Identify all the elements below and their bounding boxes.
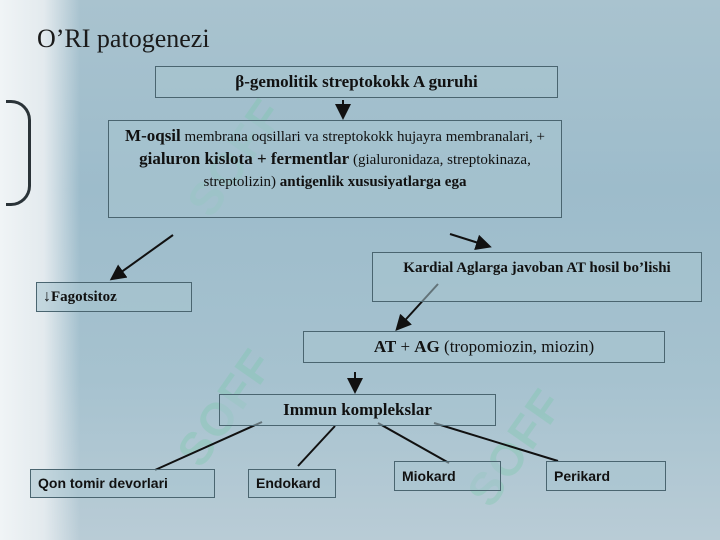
m-gialuron-text: gialuron kislota + fermentlar	[139, 149, 349, 168]
node-perikard-label: Perikard	[554, 468, 610, 484]
node-miokard-label: Miokard	[402, 468, 456, 484]
arrow-m-to-fagotsitoz	[113, 235, 173, 278]
line-immun-to-endokard	[298, 426, 335, 466]
node-m-protein: M-oqsil membrana oqsillari va streptokok…	[108, 120, 562, 218]
node-qon-tomir-label: Qon tomir devorlari	[38, 475, 168, 491]
node-kardial: Kardial Aglarga javoban AT hosil bo’lish…	[372, 252, 702, 302]
m-oqsil-label: M-oqsil	[125, 126, 181, 145]
m-antigen-text: antigenlik xususiyatlarga ega	[280, 174, 467, 190]
node-immun: Immun komplekslar	[219, 394, 496, 426]
node-miokard: Miokard	[394, 461, 501, 491]
arrow-m-to-kardial	[450, 234, 488, 246]
at-ag-detail: (tropomiozin, miozin)	[440, 337, 594, 356]
node-fagotsitoz: ↓Fagotsitoz	[36, 282, 192, 312]
node-kardial-label: Kardial Aglarga javoban AT hosil bo’lish…	[403, 260, 670, 276]
node-endokard: Endokard	[248, 469, 336, 498]
line-immun-to-qon	[155, 422, 262, 470]
node-immun-label: Immun komplekslar	[283, 400, 432, 419]
node-at-ag: AT + AG (tropomiozin, miozin)	[303, 331, 665, 363]
node-streptococcus: β-gemolitik streptokokk A guruhi	[155, 66, 558, 98]
down-arrow-icon: ↓	[43, 288, 51, 305]
node-qon-tomir: Qon tomir devorlari	[30, 469, 215, 498]
m-membrane-text: membrana oqsillari va streptokokk hujayr…	[181, 129, 537, 145]
line-immun-to-perikard	[434, 423, 558, 461]
at-label: AT	[374, 337, 396, 356]
m-plus-text: +	[536, 129, 544, 145]
ag-label: AG	[414, 337, 440, 356]
node-streptococcus-label: β-gemolitik streptokokk A guruhi	[235, 72, 477, 91]
line-immun-to-miokard	[378, 423, 449, 463]
node-endokard-label: Endokard	[256, 475, 321, 491]
node-perikard: Perikard	[546, 461, 666, 491]
plus-label: +	[396, 337, 414, 356]
node-fagotsitoz-label: Fagotsitoz	[51, 289, 117, 305]
